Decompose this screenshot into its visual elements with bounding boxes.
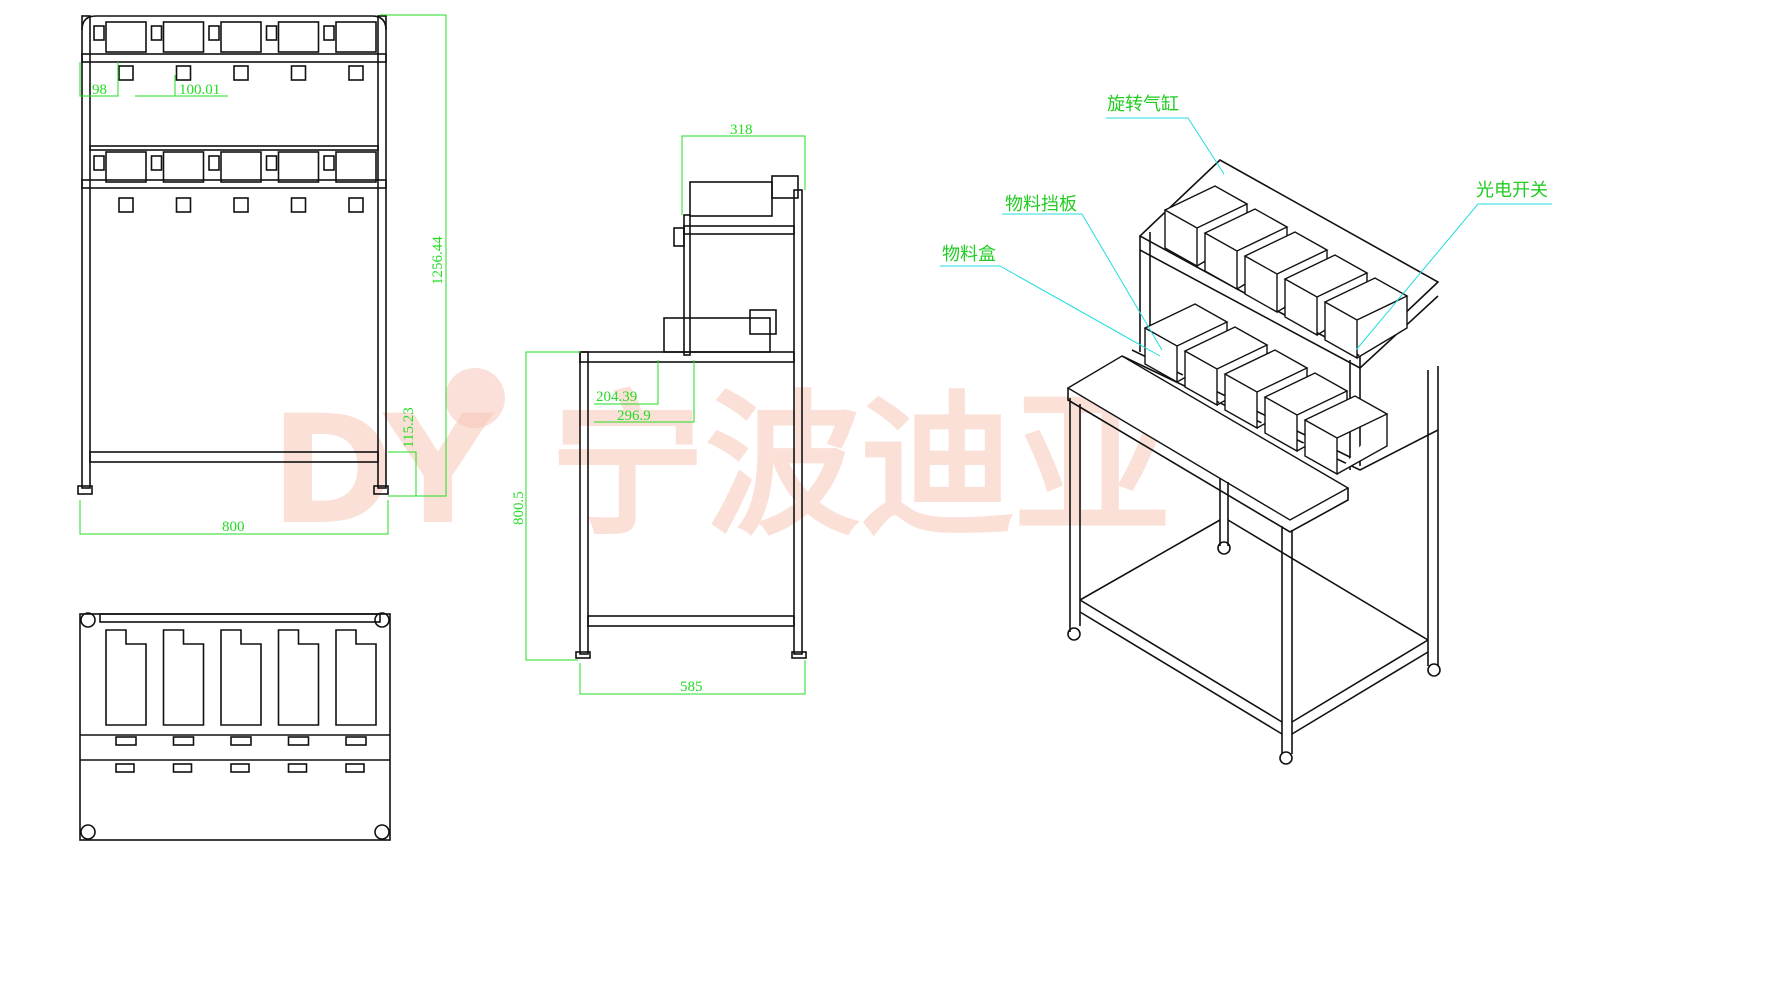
top-rail (99, 613, 381, 623)
rotary-cylinder (265, 155, 278, 171)
photoelectric-switch (175, 65, 192, 81)
top-outline (79, 613, 391, 841)
front-view: 98 100.01 1256.44 115.23 800 (77, 14, 447, 535)
dim-table-height: 800.5 (511, 491, 527, 525)
material-box (105, 629, 147, 726)
top-frame (81, 15, 387, 31)
photoelectric-switch (290, 65, 307, 81)
sensor-block (287, 763, 308, 773)
photoelectric-switch (118, 197, 134, 213)
sensor-block (345, 763, 365, 773)
photoelectric-switch (348, 197, 364, 213)
dim-width: 800 (222, 519, 245, 535)
rotary-cylinder (208, 155, 220, 171)
material-box (162, 21, 205, 53)
photoelectric-switch (348, 65, 364, 81)
dim-offset-a: 204.39 (596, 389, 637, 405)
side-view: 318 204.39 296.9 800.5 585 (511, 122, 807, 695)
rotary-cylinder (323, 155, 335, 171)
material-box (162, 151, 205, 183)
rotary-cylinder (93, 25, 105, 41)
material-box (277, 629, 320, 726)
material-box (220, 151, 262, 183)
photoelectric-switch (290, 197, 307, 213)
left-foot (77, 485, 93, 495)
rotary-cylinder (150, 155, 163, 171)
sensor-block (115, 763, 135, 773)
material-box (105, 151, 147, 183)
photoelectric-switch (175, 197, 192, 213)
material-box (220, 629, 262, 726)
material-box (105, 21, 147, 53)
material-box (277, 151, 320, 183)
dim-top-depth: 318 (730, 122, 753, 138)
photoelectric-switch (287, 736, 310, 746)
rotary-cylinder (323, 25, 335, 41)
shelf-rail-upper (81, 53, 387, 63)
dim-offset-b: 296.9 (617, 408, 651, 424)
sensor-block (172, 763, 193, 773)
photoelectric-switch (115, 736, 137, 746)
photoelectric-switch (233, 65, 249, 81)
material-box (220, 21, 262, 53)
shelf-beam (89, 145, 379, 151)
material-box (335, 151, 377, 183)
dim-depth: 585 (680, 679, 703, 695)
material-box (335, 21, 377, 53)
watermark-dot (445, 368, 505, 428)
photoelectric-switch (118, 65, 134, 81)
material-box (335, 629, 377, 726)
rotary-cylinder (208, 25, 220, 41)
dim-height: 1256.44 (430, 236, 446, 285)
rotary-cylinder (265, 25, 278, 41)
watermark-company: 宁波迪亚 (550, 376, 1170, 557)
rotary-cylinder (93, 155, 105, 171)
material-box (1323, 277, 1409, 360)
isometric-view: 旋转气缸 物料挡板 物料盒 光电开关 (940, 93, 1552, 765)
dim-box-pitch: 100.01 (179, 82, 220, 98)
bottom-rail (89, 451, 379, 463)
label-photoelectric-switch: 光电开关 (1476, 180, 1548, 201)
label-rotary-cylinder: 旋转气缸 (1107, 93, 1179, 115)
watermark: DY 宁波迪亚 (270, 368, 1170, 558)
material-box (277, 21, 320, 53)
shelf-rail-lower (81, 179, 387, 189)
material-box (162, 629, 205, 726)
photoelectric-switch (345, 736, 367, 746)
dim-box-width: 98 (92, 82, 107, 98)
left-post (81, 15, 91, 489)
label-material-baffle: 物料挡板 (1005, 194, 1077, 215)
rotary-cylinder (150, 25, 163, 41)
photoelectric-switch (172, 736, 195, 746)
photoelectric-switch (230, 736, 252, 746)
right-post (377, 15, 387, 489)
material-box (1303, 395, 1389, 476)
dim-bottom-rail: 115.23 (401, 407, 417, 448)
right-foot (373, 485, 389, 495)
top-view (79, 612, 391, 841)
label-material-box: 物料盒 (942, 244, 996, 265)
sensor-block (230, 763, 250, 773)
photoelectric-switch (233, 197, 249, 213)
